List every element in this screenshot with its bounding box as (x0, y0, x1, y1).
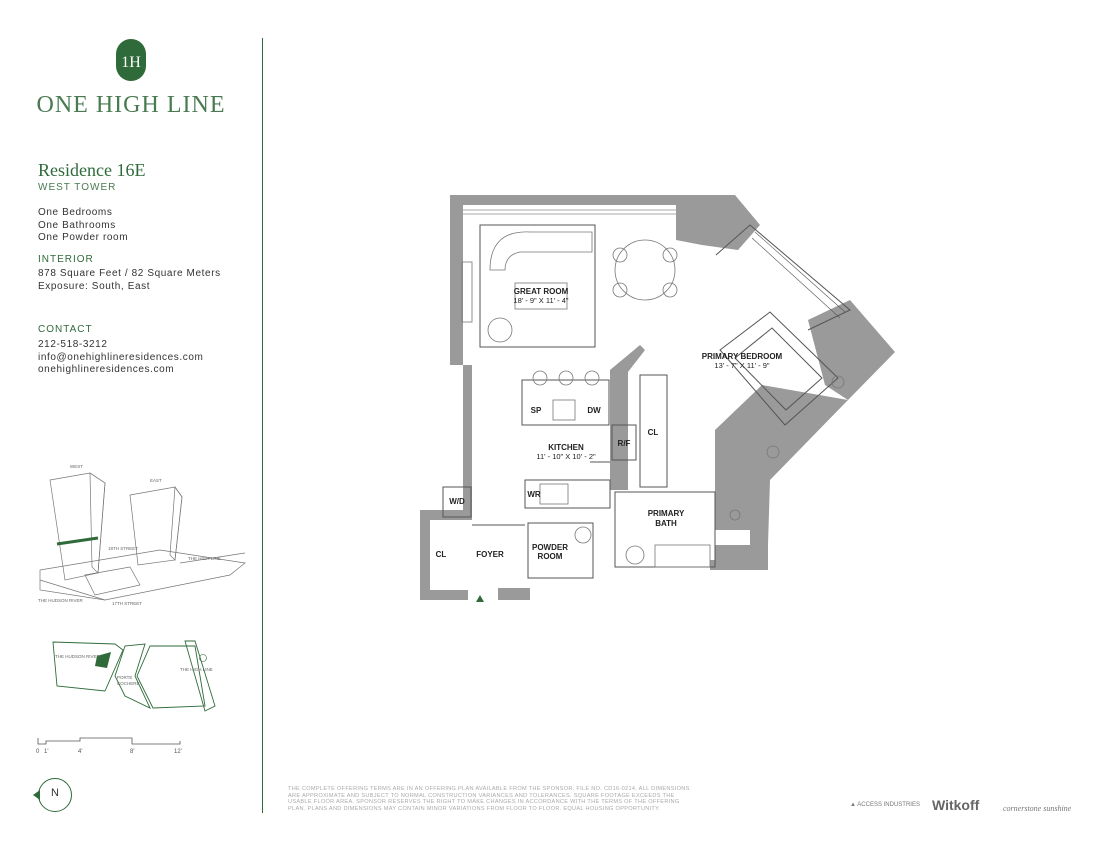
label-kitchen-dim: 11' - 10" X 10' - 2" (536, 452, 596, 461)
label-primary-bath: PRIMARY (648, 509, 685, 518)
map-label-17th: 17TH STREET (112, 601, 142, 606)
key-map: THE HUDSON RIVER PORTE COCHERE THE HIGH … (52, 640, 216, 712)
label-primary-bath-2: BATH (655, 519, 677, 528)
developer-witkoff: Witkoff (932, 797, 980, 813)
scale-tick: 0 (36, 749, 40, 755)
label-primary-bedroom-dim: 13' - 7" X 11' - 9" (714, 361, 769, 370)
north-arrow-icon (33, 790, 40, 800)
residence-tower: WEST TOWER (38, 182, 117, 193)
label-rf: R/F (618, 439, 631, 448)
label-great-room-dim: 18' - 9" X 11' - 4" (513, 296, 568, 305)
contact-email[interactable]: info@onehighlineresidences.com (38, 351, 204, 363)
map-label-west: WEST (70, 464, 83, 469)
label-kitchen: KITCHEN (548, 443, 584, 452)
label-cl-bedroom: CL (648, 428, 659, 437)
scale-tick: 1' (44, 749, 48, 755)
north-compass: N (33, 778, 72, 812)
sidebar-divider (262, 38, 263, 813)
exterior-walls (420, 195, 895, 600)
svg-text:1H: 1H (121, 54, 141, 71)
developer-access-industries: ▲ ACCESS INDUSTRIES (850, 802, 920, 808)
site-map: WEST EAST 18TH STREET THE HIGH LINE THE … (38, 464, 246, 606)
residence-title: Residence 16E (38, 160, 146, 180)
interior-area: 878 Square Feet / 82 Square Meters (38, 268, 221, 279)
map-label-highline: THE HIGH LINE (188, 556, 221, 561)
label-primary-bedroom: PRIMARY BEDROOM (702, 352, 783, 361)
mountain-logo-icon: ▲ (850, 802, 856, 808)
brand-logo: 1H (115, 38, 147, 82)
label-wd: W/D (449, 497, 465, 506)
keymap-label-highline: THE HIGH LINE (180, 667, 213, 672)
brand-name: ONE HIGH LINE (36, 92, 226, 118)
label-dw: DW (587, 406, 601, 415)
keymap-label-cochere: COCHERE (117, 681, 140, 686)
room-count-item: One Bedrooms (38, 207, 113, 218)
interior-lines (442, 224, 851, 579)
entry-arrow-icon (476, 595, 484, 602)
contact-details: 212-518-3212 info@onehighlineresidences.… (38, 339, 203, 377)
map-label-east: EAST (150, 478, 162, 483)
north-label: N (51, 787, 59, 799)
keymap-label-hudson: THE HUDSON RIVER (55, 654, 101, 659)
keymap-label-porte: PORTE (117, 675, 132, 680)
interior-exposure: Exposure: South, East (38, 280, 151, 292)
label-wr: WR (527, 490, 541, 499)
legal-disclaimer: THE COMPLETE OFFERING TERMS ARE IN AN OF… (288, 786, 690, 812)
window-band (463, 209, 846, 319)
label-cl-foyer: CL (436, 550, 447, 559)
contact-phone[interactable]: 212-518-3212 (38, 339, 108, 350)
contact-website[interactable]: onehighlineresidences.com (38, 364, 175, 375)
contact-header: CONTACT (38, 324, 93, 335)
room-count-item: One Powder room (38, 232, 129, 243)
interior-details: 878 Square Feet / 82 Square Meters Expos… (38, 268, 221, 293)
developer-cornerstone: cornerstone sunshine (1003, 804, 1072, 813)
label-powder-room: POWDER (532, 543, 568, 552)
scale-tick: 4' (78, 749, 82, 755)
scale-bar: 0 1' 4' 8' 12' (36, 737, 182, 755)
room-count-item: One Bathrooms (38, 219, 116, 231)
room-count-list: One Bedrooms One Bathrooms One Powder ro… (38, 207, 128, 245)
furniture (461, 231, 845, 568)
label-sp: SP (531, 406, 542, 415)
label-foyer: FOYER (476, 550, 504, 559)
map-label-18th: 18TH STREET (108, 546, 138, 551)
interior-header: INTERIOR (38, 254, 94, 265)
scale-tick: 12' (174, 749, 182, 755)
scale-tick: 8' (130, 749, 134, 755)
label-powder-room-2: ROOM (538, 552, 563, 561)
map-label-hudson: THE HUDSON RIVER (38, 598, 84, 603)
label-great-room: GREAT ROOM (514, 287, 569, 296)
